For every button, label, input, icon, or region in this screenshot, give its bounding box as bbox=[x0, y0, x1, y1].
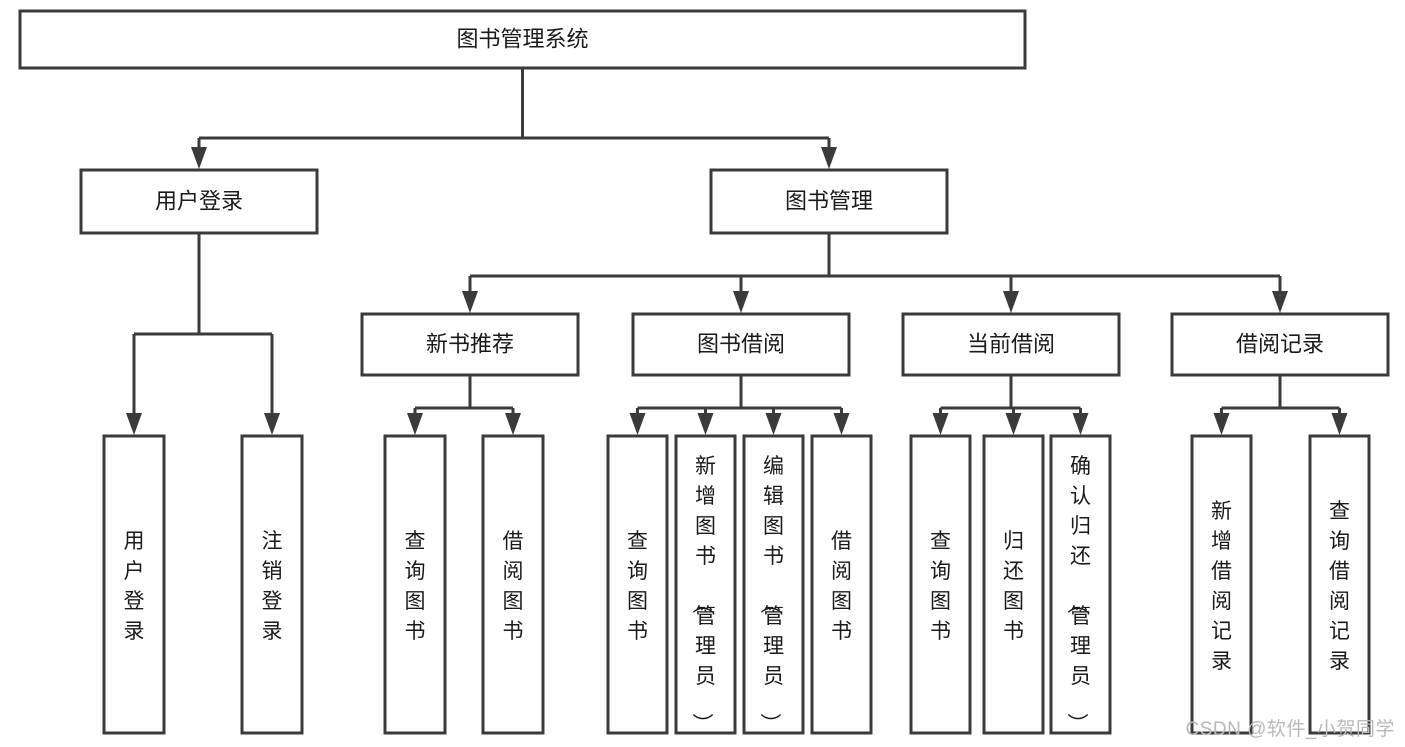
node-current-borrow[interactable]: 当前借阅 bbox=[901, 312, 1121, 377]
node-box-leaf-cb-confirm[interactable] bbox=[1049, 434, 1112, 735]
edge-group-new-book-rec bbox=[407, 375, 521, 435]
edge-group-book-borrow bbox=[629, 375, 850, 435]
node-box-leaf-user-login[interactable] bbox=[102, 434, 166, 735]
node-box-leaf-rec-borrow[interactable] bbox=[481, 434, 545, 735]
node-label-leaf-cb-return: 归还图书 bbox=[1003, 530, 1024, 643]
node-label-user-login: 用户登录 bbox=[155, 188, 243, 213]
node-book-borrow[interactable]: 图书借阅 bbox=[631, 312, 851, 377]
node-box-leaf-br-query[interactable] bbox=[1308, 434, 1371, 735]
node-leaf-rec-borrow[interactable]: 借阅图书 bbox=[481, 434, 545, 735]
node-label-leaf-bb-add: 新增图书（管理员） bbox=[690, 455, 716, 734]
node-borrow-record[interactable]: 借阅记录 bbox=[1170, 312, 1390, 377]
node-box-borrow-record[interactable] bbox=[1170, 312, 1390, 377]
node-label-borrow-record: 借阅记录 bbox=[1236, 331, 1324, 356]
node-label-book-borrow: 图书借阅 bbox=[697, 331, 785, 356]
node-leaf-bb-add[interactable]: 新增图书（管理员） bbox=[674, 434, 737, 735]
node-label-leaf-bb-query: 查询图书 bbox=[627, 530, 648, 643]
node-book-manage[interactable]: 图书管理 bbox=[709, 168, 949, 235]
node-box-leaf-bb-query[interactable] bbox=[606, 434, 669, 735]
node-leaf-bb-borrow[interactable]: 借阅图书 bbox=[810, 434, 873, 735]
node-leaf-user-login[interactable]: 用户登录 bbox=[102, 434, 166, 735]
node-box-book-manage[interactable] bbox=[709, 168, 949, 235]
node-box-leaf-bb-edit[interactable] bbox=[742, 434, 805, 735]
edges-layer bbox=[126, 68, 1348, 435]
node-label-new-book-rec: 新书推荐 bbox=[426, 331, 514, 356]
edge-group-borrow-record bbox=[1213, 375, 1348, 435]
node-label-leaf-cb-query: 查询图书 bbox=[930, 530, 951, 643]
node-root[interactable]: 图书管理系统 bbox=[18, 9, 1027, 70]
node-label-book-manage: 图书管理 bbox=[785, 188, 873, 213]
node-label-leaf-rec-query: 查询图书 bbox=[405, 530, 426, 643]
node-label-root: 图书管理系统 bbox=[456, 26, 588, 51]
node-label-leaf-bb-borrow: 借阅图书 bbox=[831, 530, 852, 643]
node-leaf-bb-query[interactable]: 查询图书 bbox=[606, 434, 669, 735]
nodes-layer: 图书管理系统用户登录图书管理新书推荐图书借阅当前借阅借阅记录用户登录注销登录查询… bbox=[18, 9, 1390, 735]
node-box-leaf-cb-query[interactable] bbox=[909, 434, 972, 735]
node-box-current-borrow[interactable] bbox=[901, 312, 1121, 377]
node-leaf-cb-return[interactable]: 归还图书 bbox=[982, 434, 1045, 735]
node-leaf-bb-edit[interactable]: 编辑图书（管理员） bbox=[742, 434, 805, 735]
node-new-book-rec[interactable]: 新书推荐 bbox=[360, 312, 580, 377]
node-leaf-cb-confirm[interactable]: 确认归还（管理员） bbox=[1049, 434, 1112, 735]
node-box-leaf-bb-borrow[interactable] bbox=[810, 434, 873, 735]
node-leaf-cb-query[interactable]: 查询图书 bbox=[909, 434, 972, 735]
node-leaf-rec-query[interactable]: 查询图书 bbox=[383, 434, 447, 735]
node-leaf-logout[interactable]: 注销登录 bbox=[240, 434, 304, 735]
node-leaf-br-query[interactable]: 查询借阅记录 bbox=[1308, 434, 1371, 735]
node-box-leaf-cb-return[interactable] bbox=[982, 434, 1045, 735]
node-label-leaf-rec-borrow: 借阅图书 bbox=[503, 530, 524, 643]
node-label-leaf-logout: 注销登录 bbox=[262, 530, 283, 643]
node-box-leaf-rec-query[interactable] bbox=[383, 434, 447, 735]
node-box-user-login[interactable] bbox=[79, 168, 319, 235]
node-box-leaf-bb-add[interactable] bbox=[674, 434, 737, 735]
node-label-leaf-cb-confirm: 确认归还（管理员） bbox=[1065, 455, 1091, 734]
node-label-leaf-user-login: 用户登录 bbox=[124, 530, 145, 643]
edge-group-current-borrow bbox=[932, 375, 1089, 435]
node-label-current-borrow: 当前借阅 bbox=[967, 331, 1055, 356]
node-label-leaf-bb-edit: 编辑图书（管理员） bbox=[758, 455, 784, 734]
node-box-new-book-rec[interactable] bbox=[360, 312, 580, 377]
edge-group-user-login bbox=[126, 233, 280, 435]
node-leaf-br-add[interactable]: 新增借阅记录 bbox=[1190, 434, 1253, 735]
edge-group-root bbox=[191, 68, 837, 169]
node-label-leaf-br-add: 新增借阅记录 bbox=[1211, 500, 1232, 673]
node-box-root[interactable] bbox=[18, 9, 1027, 70]
node-box-book-borrow[interactable] bbox=[631, 312, 851, 377]
node-box-leaf-br-add[interactable] bbox=[1190, 434, 1253, 735]
node-box-leaf-logout[interactable] bbox=[240, 434, 304, 735]
edge-group-book-manage bbox=[462, 233, 1288, 313]
node-user-login[interactable]: 用户登录 bbox=[79, 168, 319, 235]
node-label-leaf-br-query: 查询借阅记录 bbox=[1329, 500, 1350, 673]
